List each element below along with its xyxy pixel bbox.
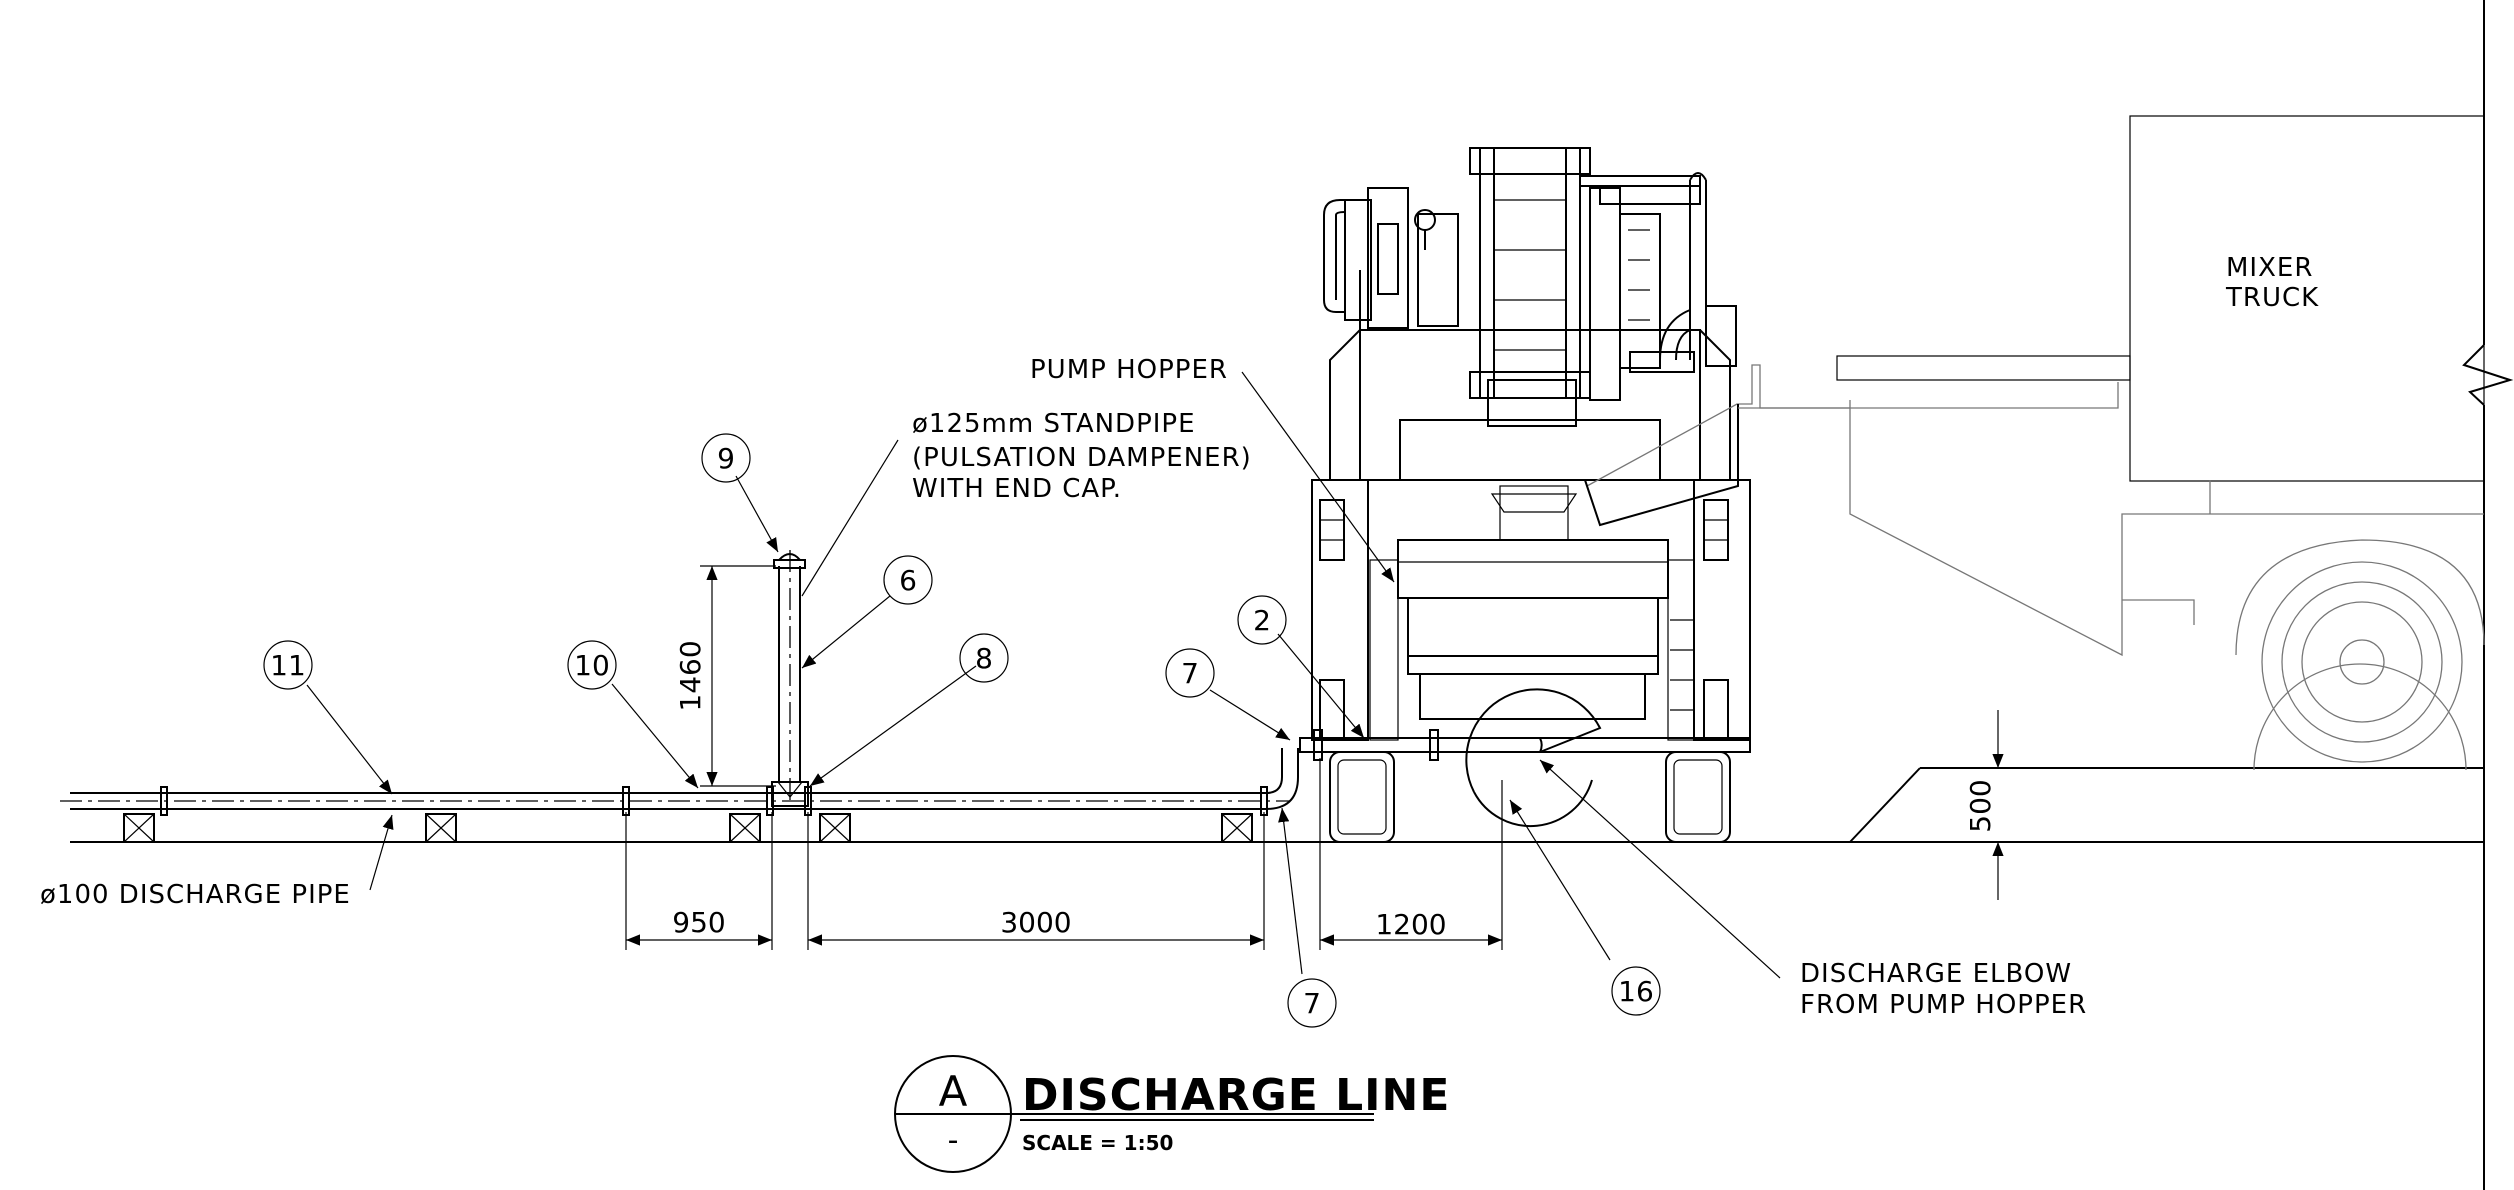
callout-16: 16 — [1611, 966, 1661, 1016]
pipe-support — [123, 813, 155, 843]
standpipe — [773, 550, 806, 800]
callout-6: 6 — [883, 555, 933, 605]
dim-950: 950 — [672, 906, 725, 939]
callout-11: 11 — [263, 640, 313, 690]
dim-500: 500 — [1964, 779, 1997, 832]
svg-text:16: 16 — [1618, 975, 1654, 1008]
label-mixer-line2: TRUCK — [2225, 283, 2319, 313]
section-title-block: A - DISCHARGE LINE SCALE = 1:50 — [894, 1055, 1450, 1173]
label-elbow-line2: FROM PUMP HOPPER — [1800, 990, 2087, 1020]
dimension-lines — [625, 565, 2004, 950]
label-standpipe-line3: WITH END CAP. — [912, 474, 1122, 504]
callout-7-lower: 7 — [1287, 978, 1337, 1028]
discharge-pipe-line — [60, 748, 1299, 843]
label-standpipe-line1: ø125mm STANDPIPE — [912, 409, 1196, 439]
dim-3000: 3000 — [1000, 906, 1071, 939]
svg-text:6: 6 — [899, 564, 917, 597]
callout-10: 10 — [567, 640, 617, 690]
pipe-support — [425, 813, 457, 843]
label-discharge-pipe: ø100 DISCHARGE PIPE — [40, 880, 351, 910]
pump-machine — [1299, 147, 1751, 843]
section-ref: - — [948, 1123, 959, 1158]
svg-text:8: 8 — [975, 642, 993, 675]
leader-lines — [306, 371, 1781, 979]
svg-text:7: 7 — [1181, 657, 1199, 690]
callout-8: 8 — [959, 633, 1009, 683]
label-elbow-line1: DISCHARGE ELBOW — [1800, 959, 2072, 989]
svg-text:2: 2 — [1253, 604, 1271, 637]
mixer-truck — [1584, 115, 2485, 771]
dim-1200: 1200 — [1375, 908, 1446, 941]
svg-text:10: 10 — [574, 649, 610, 682]
drawing-scale: SCALE = 1:50 — [1022, 1131, 1173, 1155]
svg-text:9: 9 — [717, 442, 735, 475]
dim-standpipe-height: 1460 — [674, 640, 707, 711]
pipe-support — [729, 813, 761, 843]
ground-lines — [70, 0, 2514, 1190]
pipe-support — [1221, 813, 1253, 843]
drawing-title: DISCHARGE LINE — [1022, 1070, 1450, 1121]
section-letter: A — [939, 1067, 968, 1116]
callout-2: 2 — [1237, 595, 1287, 645]
callout-7-upper: 7 — [1165, 648, 1215, 698]
callout-9: 9 — [701, 433, 751, 483]
svg-text:11: 11 — [270, 649, 306, 682]
label-mixer-line1: MIXER — [2226, 253, 2313, 283]
label-standpipe-line2: (PULSATION DAMPENER) — [912, 443, 1252, 473]
svg-text:7: 7 — [1303, 987, 1321, 1020]
label-pump-hopper: PUMP HOPPER — [1030, 355, 1228, 385]
pipe-support — [819, 813, 851, 843]
